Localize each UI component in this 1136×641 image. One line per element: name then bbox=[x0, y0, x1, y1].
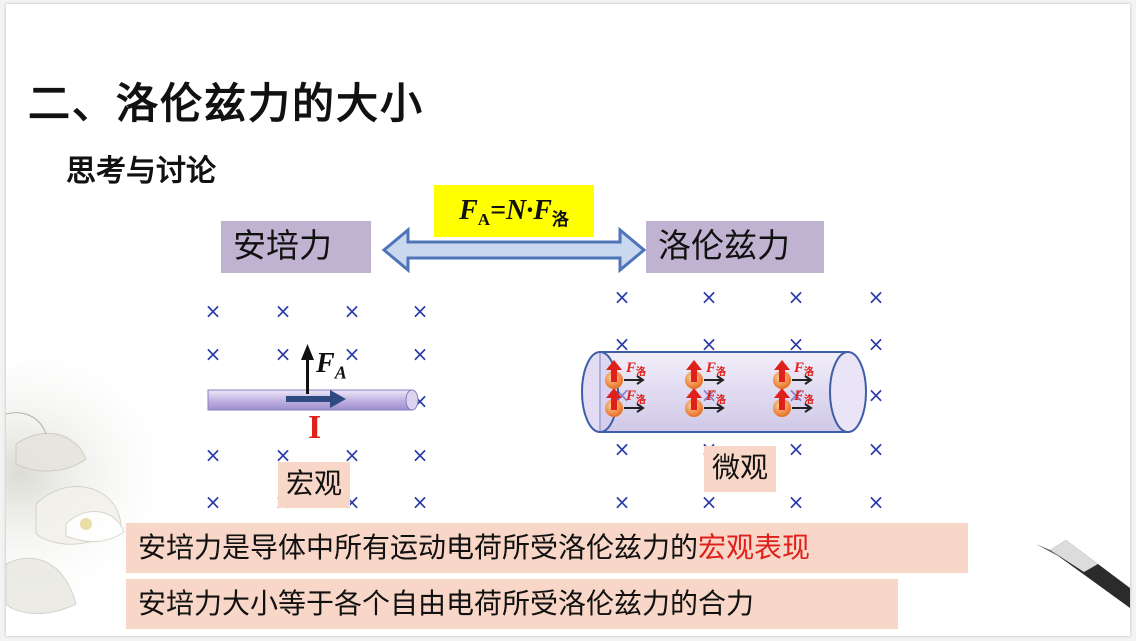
field-cross: × bbox=[412, 299, 429, 323]
field-cross: × bbox=[868, 332, 885, 356]
field-cross: × bbox=[205, 443, 222, 467]
field-cross: × bbox=[868, 490, 885, 514]
velocity-arrow bbox=[792, 403, 813, 413]
slide-decoration: ×××××××××××××××××××× ×××××××××××××××××××… bbox=[6, 226, 1130, 614]
formula-fa-subscript: A bbox=[477, 210, 491, 229]
ampere-force-arrow bbox=[301, 344, 314, 394]
field-cross: × bbox=[412, 342, 429, 366]
lorentz-force-arrow bbox=[774, 360, 790, 382]
formula-f-symbol: F bbox=[533, 195, 552, 226]
slide: ×××××××××××××××××××× ×××××××××××××××××××… bbox=[6, 4, 1130, 636]
macro-force-subscript: A bbox=[334, 362, 347, 383]
lorentz-force-arrow bbox=[606, 388, 622, 410]
field-cross: × bbox=[788, 490, 805, 514]
statement-macro-text: 安培力是导体中所有运动电荷所受洛伦兹力的 bbox=[138, 531, 699, 564]
field-cross: × bbox=[205, 299, 222, 323]
field-cross: × bbox=[205, 490, 222, 514]
field-cross: × bbox=[868, 383, 885, 407]
field-cross: × bbox=[788, 437, 805, 461]
field-cross: × bbox=[788, 285, 805, 309]
pen-decoration bbox=[1036, 540, 1130, 608]
field-cross: × bbox=[614, 437, 631, 461]
slide-subtitle: 思考与讨论 bbox=[66, 154, 216, 189]
statement-macro-highlight: 宏观表现 bbox=[698, 531, 811, 564]
formula-middle: =N· bbox=[490, 195, 534, 226]
velocity-arrow bbox=[704, 403, 725, 413]
current-label: I bbox=[308, 409, 322, 446]
field-cross: × bbox=[614, 285, 631, 309]
lorentz-force-arrow bbox=[774, 388, 790, 410]
velocity-arrow bbox=[624, 403, 645, 413]
ampere-force-label: 安培力 bbox=[221, 221, 371, 273]
field-cross: × bbox=[614, 332, 631, 356]
field-cross: × bbox=[412, 490, 429, 514]
relation-formula: FA=N·F洛 bbox=[434, 185, 594, 237]
current-arrow bbox=[286, 390, 346, 408]
field-cross: × bbox=[344, 342, 361, 366]
field-cross: × bbox=[701, 332, 718, 356]
field-cross: × bbox=[868, 285, 885, 309]
field-cross: × bbox=[701, 285, 718, 309]
field-cross: × bbox=[344, 443, 361, 467]
micro-caption: 微观 bbox=[704, 446, 777, 492]
macro-force-label: FA bbox=[316, 348, 347, 384]
field-cross: × bbox=[701, 490, 718, 514]
slide-title: 二、洛伦兹力的大小 bbox=[28, 79, 425, 128]
statement-macro: 安培力是导体中所有运动电荷所受洛伦兹力的宏观表现 bbox=[126, 523, 968, 573]
field-cross: × bbox=[788, 332, 805, 356]
lorentz-force-arrow bbox=[686, 360, 702, 382]
field-cross: × bbox=[275, 299, 292, 323]
field-cross: × bbox=[275, 443, 292, 467]
field-cross: × bbox=[205, 342, 222, 366]
moving-charge: F洛 bbox=[605, 360, 647, 389]
field-cross: × bbox=[344, 299, 361, 323]
velocity-arrow bbox=[624, 375, 645, 385]
flower-sketch-decoration bbox=[6, 412, 125, 614]
formula-fa-symbol: F bbox=[459, 195, 478, 226]
lorentz-force-arrow bbox=[686, 388, 702, 410]
micro-conductor bbox=[581, 351, 867, 433]
field-cross: × bbox=[868, 437, 885, 461]
field-cross: × bbox=[275, 342, 292, 366]
double-arrow bbox=[381, 226, 647, 274]
lorentz-force-label: 洛伦兹力 bbox=[646, 221, 824, 273]
macro-force-symbol: F bbox=[316, 348, 335, 379]
moving-charge: F洛 bbox=[685, 360, 727, 389]
field-cross: × bbox=[412, 443, 429, 467]
statement-resultant: 安培力大小等于各个自由电荷所受洛伦兹力的合力 bbox=[126, 579, 898, 629]
field-cross: × bbox=[614, 490, 631, 514]
formula-f-subscript: 洛 bbox=[551, 210, 569, 230]
lorentz-force-arrow bbox=[606, 360, 622, 382]
velocity-arrow bbox=[792, 375, 813, 385]
velocity-arrow bbox=[704, 375, 725, 385]
macro-caption: 宏观 bbox=[278, 462, 351, 508]
